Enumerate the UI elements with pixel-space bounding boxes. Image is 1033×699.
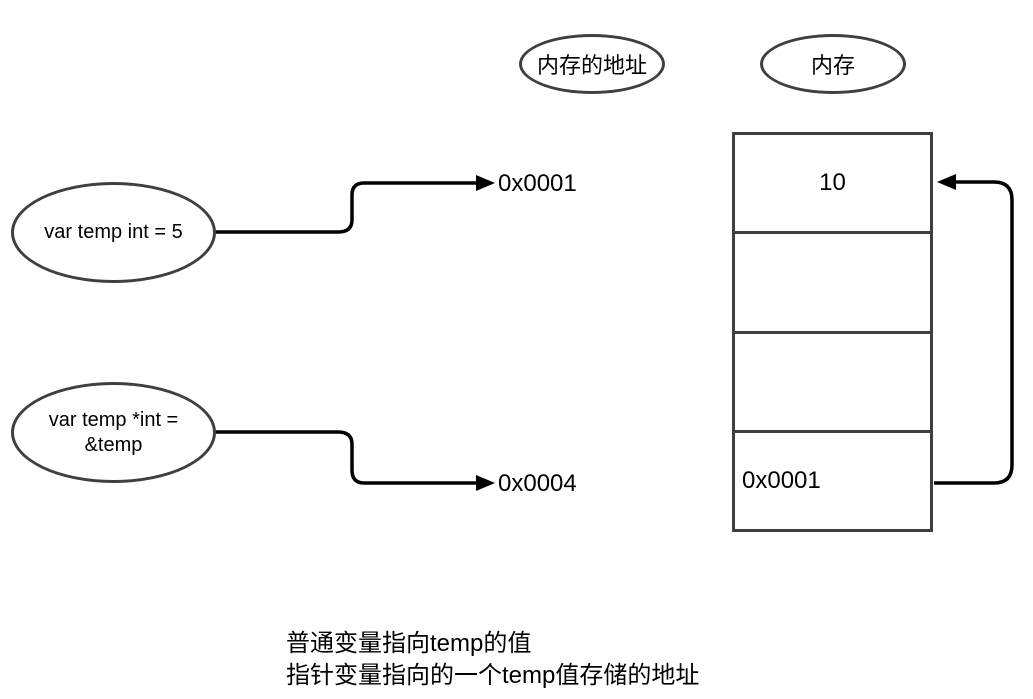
temp-address-label: 0x0001 [498, 170, 577, 197]
arrow-address-cell-to-value-cell [934, 174, 1014, 485]
oval-memory-address-label: 内存的地址 [536, 53, 647, 78]
arrow-temp-to-address [213, 175, 495, 234]
memory-cell-3 [735, 334, 930, 433]
caption-line-1: 普通变量指向temp的值 [286, 630, 532, 657]
memory-cell-2 [735, 234, 930, 334]
oval-var-temp: var temp int = 5 [11, 182, 216, 283]
memory-cell-4: 0x0001 [735, 433, 930, 529]
memory-table: 10 0x0001 [732, 132, 933, 532]
oval-memory-address: 内存的地址 [519, 34, 665, 94]
oval-memory: 内存 [760, 34, 906, 94]
oval-var-pointer-label-line1: var temp *int = [48, 408, 179, 431]
pointer-address-label: 0x0004 [498, 470, 577, 497]
oval-var-temp-label: var temp int = 5 [44, 221, 183, 243]
memory-cell-1-value: 10 [819, 169, 846, 197]
arrow-pointer-to-address [213, 430, 495, 491]
caption: 普通变量指向temp的值 指针变量指向的一个temp值存储的地址 [286, 628, 699, 692]
oval-memory-label: 内存 [810, 53, 855, 78]
caption-line-2: 指针变量指向的一个temp值存储的地址 [286, 662, 700, 689]
memory-cell-4-value: 0x0001 [742, 466, 821, 494]
memory-cell-1: 10 [735, 135, 930, 235]
oval-var-pointer-label-line2: &temp [84, 433, 143, 456]
oval-var-pointer: var temp *int = &temp [11, 382, 216, 483]
